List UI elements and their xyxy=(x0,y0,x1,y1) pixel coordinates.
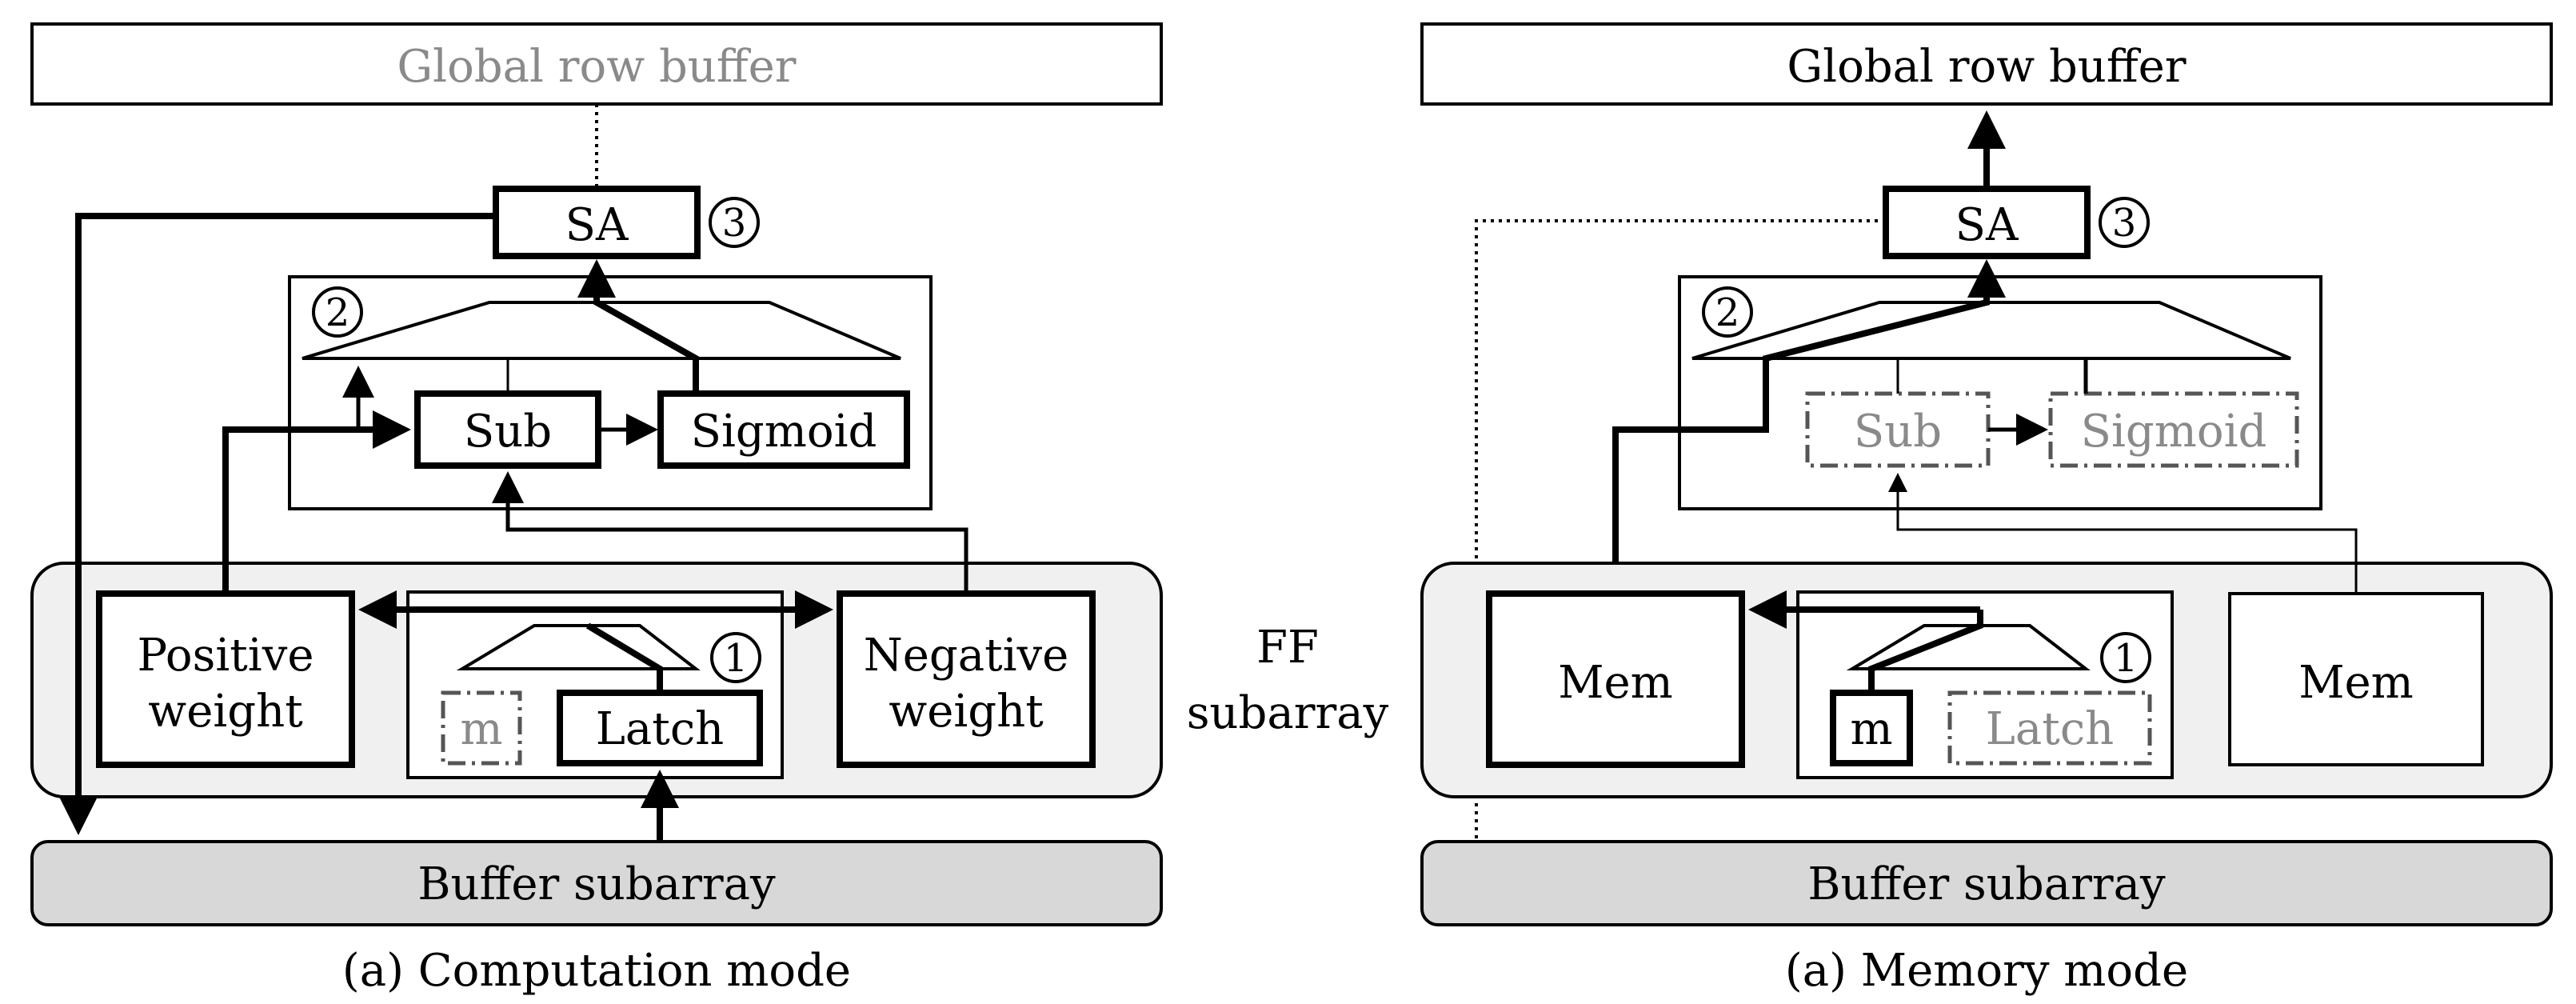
sigmoid-box-right xyxy=(2048,391,2299,468)
buffer-subarray-box xyxy=(30,840,1163,926)
mux-trapezoid-right xyxy=(1691,301,2291,360)
global-row-buffer-label-right: Global row buffer xyxy=(1787,41,2186,93)
sub-box xyxy=(414,390,601,469)
sub-label-right: Sub xyxy=(1854,406,1942,458)
sigmoid-label: Sigmoid xyxy=(691,406,877,458)
buffer-subarray-label-right: Buffer subarray xyxy=(1807,858,2166,910)
ff-subarray-label-line1: FF xyxy=(1256,622,1319,674)
sense-amp-box-right xyxy=(1883,186,2091,259)
negative-weight-line1: Negative xyxy=(864,630,1069,682)
step-1-badge-right xyxy=(2100,632,2151,683)
latch-box-right xyxy=(1947,690,2152,766)
global-row-buffer-box-right xyxy=(1420,22,2553,106)
mem-right-label: Mem xyxy=(2298,657,2414,709)
svg-text:2: 2 xyxy=(325,290,350,335)
step-3-badge xyxy=(709,197,760,248)
latch-label: Latch xyxy=(596,703,725,755)
sense-amp-label: SA xyxy=(565,199,629,251)
svg-text:2: 2 xyxy=(1715,290,1740,335)
memory-mode-panel: Global row buffer SA 3 2 Sub Sigmoid Mem xyxy=(1420,22,2553,997)
m-register-label-right: m xyxy=(1850,703,1892,755)
positive-weight-line1: Positive xyxy=(138,630,314,682)
sub-box-right xyxy=(1805,391,1991,468)
mem-left-box xyxy=(1486,590,1745,768)
svg-text:3: 3 xyxy=(722,201,747,246)
svg-text:1: 1 xyxy=(2114,636,2139,681)
global-row-buffer-box xyxy=(30,22,1163,106)
sigmoid-box xyxy=(657,390,910,469)
negative-weight-box xyxy=(837,590,1096,768)
positive-weight-box xyxy=(96,590,355,768)
mem-right-box xyxy=(2228,592,2484,766)
sigmoid-label-right: Sigmoid xyxy=(2081,406,2267,458)
step-2-badge-right xyxy=(1702,286,1753,338)
buffer-subarray-box-right xyxy=(1420,840,2553,926)
sense-amp-box xyxy=(493,186,701,259)
latch-label-right: Latch xyxy=(1986,703,2115,755)
svg-text:1: 1 xyxy=(724,636,749,681)
sense-amp-label-right: SA xyxy=(1955,199,2019,251)
step-3-badge-right xyxy=(2099,197,2150,248)
computation-mode-caption: (a) Computation mode xyxy=(342,945,851,997)
negative-weight-line2: weight xyxy=(889,686,1044,738)
step-2-badge xyxy=(312,286,363,338)
ff-subarray-label-line2: subarray xyxy=(1187,687,1389,739)
mem-left-label: Mem xyxy=(1558,657,1673,709)
svg-text:3: 3 xyxy=(2112,201,2137,246)
buffer-subarray-label: Buffer subarray xyxy=(417,858,776,910)
memory-mode-caption: (a) Memory mode xyxy=(1785,945,2188,997)
latch-mux-trapezoid-right xyxy=(1846,624,2091,670)
m-register-box xyxy=(441,690,522,766)
global-row-buffer-label: Global row buffer xyxy=(397,41,796,93)
step-1-badge xyxy=(710,632,761,683)
m-register-label: m xyxy=(460,703,502,755)
computation-mode-panel: Global row buffer SA 3 2 Sub Sigmoid Pos… xyxy=(30,22,1163,997)
positive-weight-line2: weight xyxy=(148,686,303,738)
latch-box xyxy=(557,690,763,766)
mux-trapezoid xyxy=(302,301,901,360)
sub-label: Sub xyxy=(464,406,552,458)
